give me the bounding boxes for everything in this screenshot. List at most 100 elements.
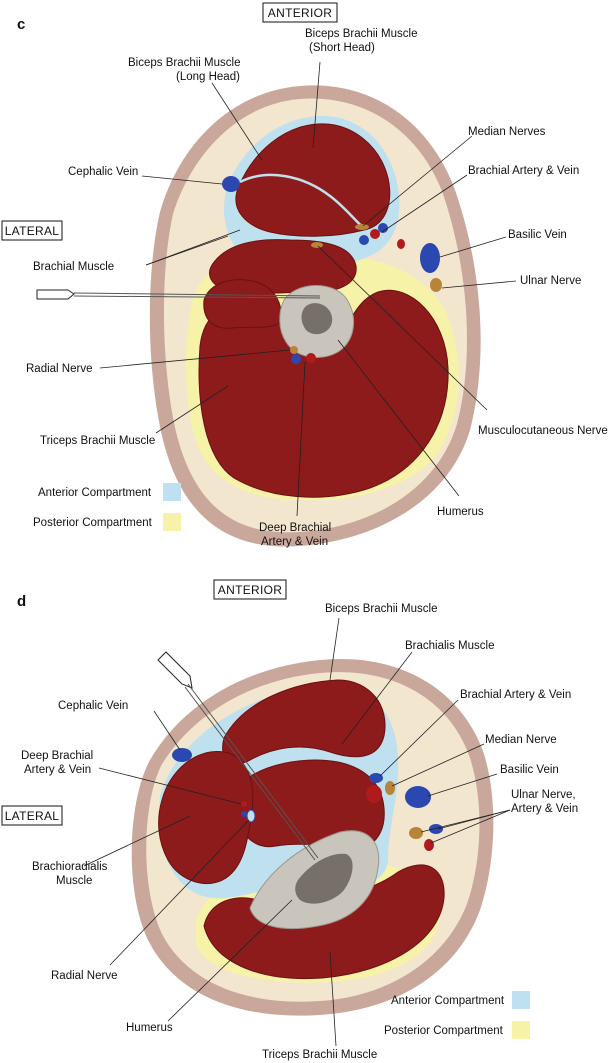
- panel-d-legend-anterior-swatch: [512, 991, 530, 1009]
- panel-d-label-basilic-vein: Basilic Vein: [500, 764, 559, 776]
- panel-c-humerus-marrow: [301, 303, 333, 335]
- panel-d-label-brachioradialis-1: Brachioradialis: [32, 861, 108, 873]
- panel-c-label-cephalic-vein: Cephalic Vein: [68, 166, 138, 178]
- panel-d-radial-nerve: [246, 809, 256, 823]
- panel-d-label-biceps: Biceps Brachii Muscle: [325, 603, 437, 615]
- panel-d-leader-basilic: [427, 773, 498, 797]
- panel-c-label-median-nerves: Median Nerves: [468, 126, 546, 138]
- panel-c-label-radial-nerve: Radial Nerve: [26, 363, 92, 375]
- panel-d-brachial-artery: [366, 785, 382, 803]
- panel-c-biceps-division: [239, 173, 365, 229]
- panel-c-leader-biceps-long: [211, 82, 263, 161]
- panel-d-label-deep-brachial-2: Artery & Vein: [24, 764, 91, 776]
- panel-c-leader-deep-brachial: [296, 361, 306, 517]
- panel-c-legend-anterior-swatch: [163, 483, 181, 501]
- panel-c-letter: c: [17, 16, 25, 33]
- panel-d-cephalic-vein: [172, 748, 192, 762]
- panel-d-leader-radial: [109, 819, 250, 966]
- panel-c-leader-basilic: [439, 236, 507, 258]
- panel-d-brachial-vein: [369, 773, 383, 783]
- panel-d-legend-posterior-label: Posterior Compartment: [384, 1025, 504, 1037]
- panel-c-lateral-box: [1, 220, 63, 241]
- panel-d-median-nerve: [385, 781, 395, 795]
- panel-d-leader-deep-brachial: [98, 767, 242, 805]
- panel-c-deep-brachial-artery: [306, 353, 316, 363]
- panel-d-lateral-label: LATERAL: [5, 809, 60, 823]
- panel-d-label-humerus: Humerus: [126, 1022, 173, 1034]
- panel-d-label-cephalic-vein: Cephalic Vein: [58, 700, 128, 712]
- panel-d-ulnar-nerve: [409, 827, 423, 839]
- panel-c-leader-median: [362, 135, 473, 227]
- panel-d-label-deep-brachial-1: Deep Brachial: [21, 750, 93, 762]
- panel-c-label-humerus: Humerus: [437, 506, 484, 518]
- panel-c-legend-posterior-swatch: [163, 513, 181, 531]
- panel-c-leader-humerus: [337, 339, 460, 497]
- panel-c-deep-brachial-vein: [291, 354, 301, 364]
- panel-d-anterior-box: [213, 579, 287, 600]
- panel-d: d ANTERIOR LATERAL: [1, 579, 578, 1061]
- panel-c-leader-biceps-short: [312, 61, 321, 149]
- panel-c-leader-triceps: [155, 385, 229, 434]
- panel-c-label-basilic-vein: Basilic Vein: [508, 229, 567, 241]
- panel-c-small-artery: [397, 239, 405, 249]
- panel-c-lateral-label: LATERAL: [5, 224, 60, 238]
- panel-d-leader-biceps: [329, 617, 340, 681]
- panel-c-leader-cephalic: [141, 175, 223, 185]
- panel-d-humerus-marrow: [295, 853, 353, 904]
- panel-c-label-ulnar-nerve: Ulnar Nerve: [520, 275, 581, 287]
- panel-c-legend-anterior-label: Anterior Compartment: [38, 487, 152, 499]
- panel-d-label-median-nerve: Median Nerve: [485, 734, 557, 746]
- panel-c-musculocutaneous-nerve: [311, 242, 323, 248]
- panel-d-label-brachioradialis-2: Muscle: [56, 875, 92, 887]
- panel-d-letter: d: [17, 593, 26, 610]
- panel-d-label-brachialis: Brachialis Muscle: [405, 640, 494, 652]
- panel-c-label-biceps-long-1: Biceps Brachii Muscle: [128, 57, 240, 69]
- panel-c-leader-brachial-muscle-2: [145, 229, 241, 266]
- panel-c-label-musculocutaneous: Musculocutaneous Nerve: [478, 425, 608, 437]
- panel-d-leader-brachial: [379, 699, 459, 777]
- panel-c-leader-ulnar: [441, 280, 517, 289]
- panel-c-label-deep-brachial-1: Deep Brachial: [259, 522, 331, 534]
- panel-c-anterior-label: ANTERIOR: [268, 6, 332, 20]
- panel-d-needle-icon: [157, 651, 319, 861]
- panel-c-label-brachial-artery-vein: Brachial Artery & Vein: [468, 165, 579, 177]
- panel-c: c ANTERIOR LATERAL: [1, 2, 608, 548]
- panel-c-ulnar-nerve: [430, 278, 442, 292]
- panel-c-leader-radial: [99, 349, 291, 369]
- panel-d-legend-anterior-label: Anterior Compartment: [391, 995, 505, 1007]
- panel-d-label-ulnar-1: Ulnar Nerve,: [511, 789, 576, 801]
- panel-d-lateral-box: [1, 805, 63, 826]
- panel-d-basilic-vein: [405, 786, 431, 808]
- panel-d-leader-triceps: [329, 951, 337, 1047]
- panel-c-label-brachial-muscle: Brachial Muscle: [33, 261, 114, 273]
- panel-d-leader-cephalic: [153, 710, 181, 751]
- panel-c-brachial-vein: [359, 235, 369, 245]
- panel-d-ulnar-vein: [429, 824, 443, 834]
- panel-c-label-triceps: Triceps Brachii Muscle: [40, 435, 155, 447]
- panel-c-brachial-vein-2: [378, 223, 388, 233]
- panel-d-deep-brachial-artery: [241, 801, 247, 807]
- panel-d-label-radial-nerve: Radial Nerve: [51, 970, 117, 982]
- panel-c-cephalic-vein: [222, 176, 240, 192]
- panel-d-anterior-label: ANTERIOR: [218, 583, 282, 597]
- panel-d-leader-brachioradialis: [83, 815, 191, 867]
- panel-c-legend-posterior-label: Posterior Compartment: [33, 517, 153, 529]
- panel-d-leader-humerus: [167, 899, 293, 1022]
- panel-d-brachioradialis-muscle: [158, 751, 254, 885]
- panel-c-label-biceps-long-2: (Long Head): [176, 71, 240, 83]
- panel-d-leader-median: [391, 743, 485, 787]
- panel-c-label-deep-brachial-2: Artery & Vein: [261, 536, 328, 548]
- panel-c-brachial-artery: [370, 229, 380, 239]
- panel-c-median-nerve: [355, 224, 369, 230]
- panel-c-anterior-box: [262, 2, 338, 23]
- panel-c-leader-musculocutaneous: [317, 245, 488, 411]
- panel-d-label-ulnar-2: Artery & Vein: [511, 803, 578, 815]
- panel-d-biceps-muscle: [222, 679, 386, 765]
- panel-c-label-biceps-short-2: (Short Head): [309, 42, 375, 54]
- panel-c-label-biceps-short-1: Biceps Brachii Muscle: [305, 28, 417, 40]
- panel-d-leader-brachialis: [341, 651, 413, 745]
- panel-d-legend-posterior-swatch: [512, 1021, 530, 1039]
- panel-d-label-triceps: Triceps Brachii Muscle: [262, 1049, 377, 1061]
- panel-c-basilic-vein: [420, 243, 440, 273]
